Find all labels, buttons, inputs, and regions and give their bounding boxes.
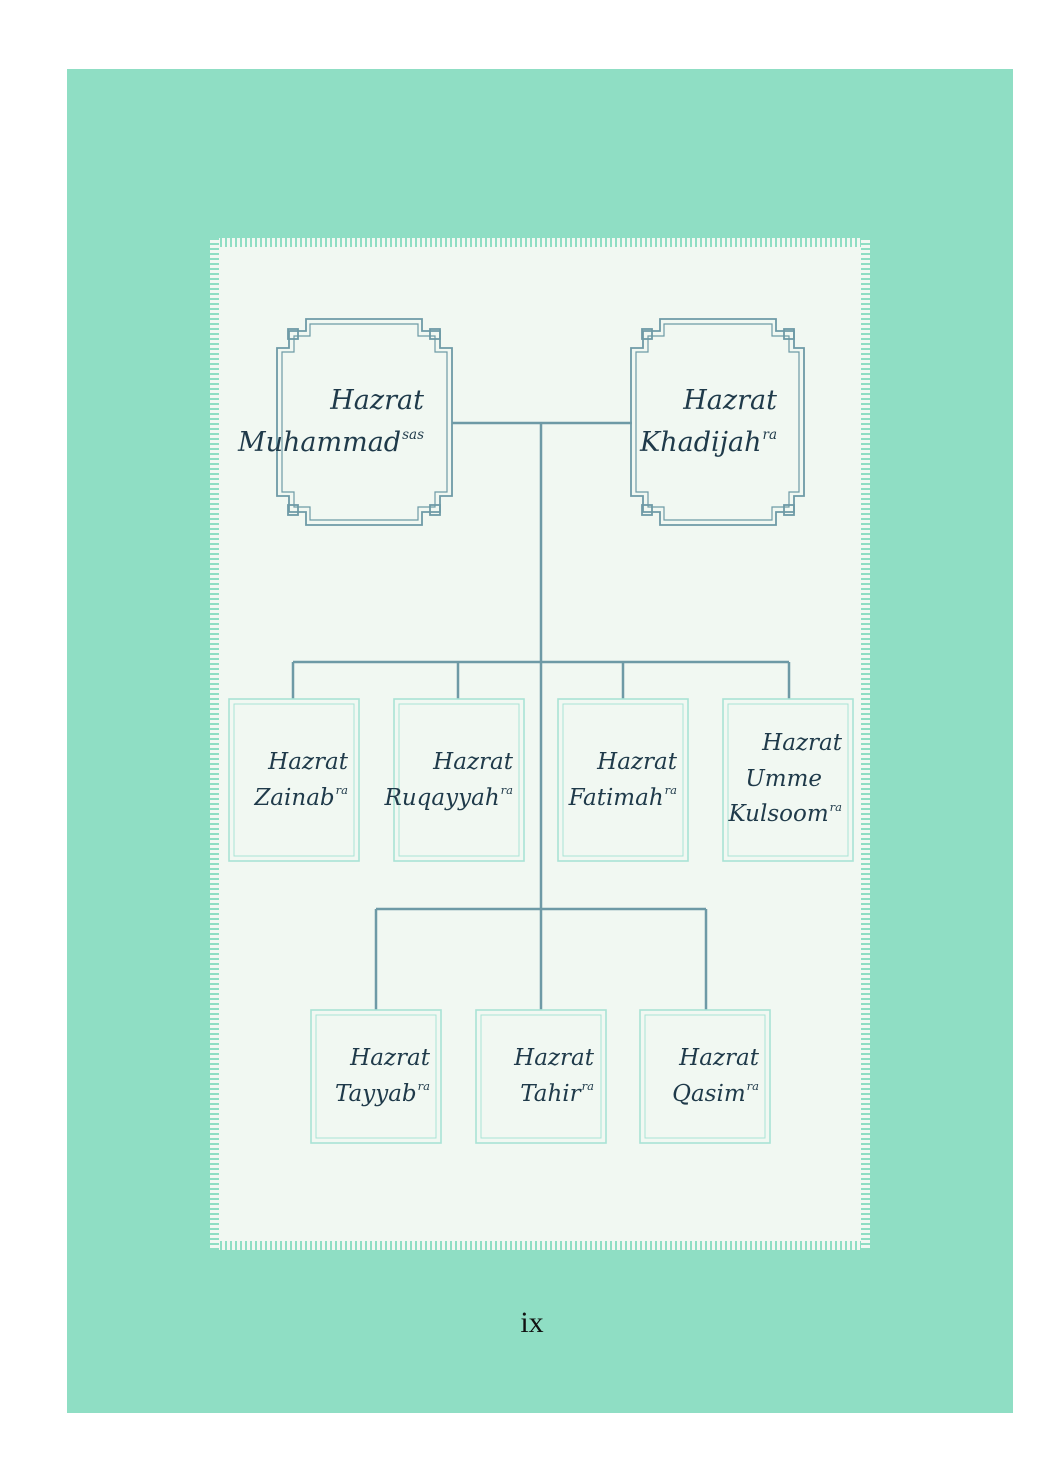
name-text: Fatimah [568,784,664,811]
honorific-text: ra [664,783,677,798]
decorative-border-right [861,238,870,1250]
title-text: Hazrat [683,385,777,416]
daughter-box-fatimah [557,698,689,862]
decorative-border-top [210,238,870,247]
title-text: Hazrat [762,730,842,756]
name-text: Khadijah [640,426,762,458]
title-text: Hazrat [350,1045,430,1071]
decorative-border-left [210,238,219,1250]
son-name-tahir: Hazrat Tahirra [514,1041,594,1112]
daughter-name-zainab: Hazrat Zainabra [254,745,348,816]
daughter-name-fatimah: Hazrat Fatimahra [569,745,677,816]
daughter-box-umme-kulsoom [722,698,854,862]
title-text: Hazrat [433,749,513,775]
page-number: ix [520,1306,544,1339]
decorative-border-bottom [210,1241,870,1250]
daughter-box-zainab [228,698,360,862]
honorific-text: ra [335,783,348,798]
title-text: Hazrat [330,385,424,416]
daughter-name-ruqayyah: Hazrat Ruqayyahra [385,745,513,816]
honorific-text: ra [746,1079,759,1094]
honorific-text: ra [762,426,777,443]
son-name-qasim: Hazrat Qasimra [672,1041,759,1112]
connector-lines [291,421,791,1010]
name-text: Qasim [672,1080,746,1107]
honorific-text: ra [581,1079,594,1094]
son-box-tahir [475,1009,607,1144]
parent-name-muhammad: Hazrat Muhammadsas [238,380,424,464]
parent-name-khadijah: Hazrat Khadijahra [640,380,777,464]
name-line1-text: Umme [745,765,822,792]
honorific-text: ra [417,1079,430,1094]
title-text: Hazrat [597,749,677,775]
son-name-tayyab: Hazrat Tayyabra [335,1041,430,1112]
name-text: Muhammad [237,426,402,458]
parent-box-muhammad [276,318,453,526]
name-text: Tayyab [334,1080,417,1107]
parent-box-khadijah [630,318,805,526]
name-text: Ruqayyah [384,784,500,811]
daughter-name-umme-kulsoom: Hazrat Umme Kulsoomra [728,726,842,833]
son-box-qasim [639,1009,771,1144]
title-text: Hazrat [268,749,348,775]
title-text: Hazrat [679,1045,759,1071]
honorific-text: sas [402,426,424,443]
son-box-tayyab [310,1009,442,1144]
daughter-box-ruqayyah [393,698,525,862]
name-text: Kulsoom [728,801,829,828]
name-text: Tahir [520,1080,581,1107]
honorific-text: ra [500,783,513,798]
honorific-text: ra [829,799,842,814]
daughters-branch [291,660,791,699]
name-text: Zainab [254,784,335,811]
title-text: Hazrat [514,1045,594,1071]
sons-branch [374,907,708,1010]
